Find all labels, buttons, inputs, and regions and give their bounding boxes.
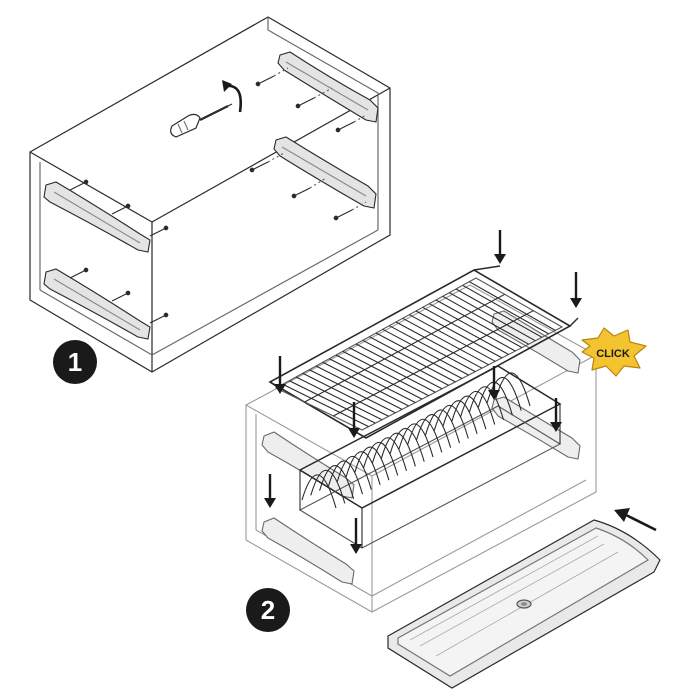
screw-icon — [111, 290, 131, 302]
step-1-brackets-right — [273, 51, 379, 209]
screw-icon — [69, 267, 89, 279]
screw-icon — [149, 225, 169, 237]
screw-icon — [335, 121, 355, 133]
cabinet-back-panel — [29, 16, 391, 373]
screw-icon — [295, 97, 315, 109]
step-1-number: 1 — [68, 347, 82, 377]
screw-icon — [249, 161, 269, 173]
bracket-lower-left-2 — [261, 517, 355, 585]
down-arrow-icon — [570, 272, 582, 308]
down-arrow-icon — [350, 518, 362, 554]
step-2-number: 2 — [261, 595, 275, 625]
rotate-arrow-icon — [222, 80, 242, 113]
step-1-cabinet — [29, 16, 391, 373]
step-2-badge: 2 — [246, 588, 290, 632]
down-arrow-icon — [550, 398, 562, 432]
screw-icon — [333, 209, 353, 221]
upper-rack — [268, 265, 579, 439]
down-arrow-icon — [348, 402, 360, 438]
drip-tray — [387, 519, 661, 689]
screw-icon — [69, 179, 89, 191]
down-arrows — [264, 230, 582, 554]
screw-icon — [255, 75, 275, 87]
screw-icon — [291, 187, 311, 199]
upper-rack-rungs — [282, 281, 556, 428]
bracket-lower-right-2 — [491, 396, 581, 460]
down-arrow-icon — [264, 474, 276, 508]
down-arrow-icon — [488, 366, 500, 400]
bracket-upper-right-2 — [491, 310, 581, 374]
step-1-brackets-left — [43, 181, 151, 340]
down-arrow-icon — [274, 356, 286, 394]
insert-arrow-icon — [614, 508, 657, 532]
screw-icon — [149, 312, 169, 324]
screw-icon — [111, 203, 131, 215]
screwdriver-icon — [170, 103, 233, 138]
click-label: CLICK — [596, 348, 630, 360]
step-1-badge: 1 — [53, 340, 97, 384]
step-1-screws — [69, 67, 367, 324]
click-burst: CLICK — [581, 327, 647, 377]
down-arrow-icon — [494, 230, 506, 264]
